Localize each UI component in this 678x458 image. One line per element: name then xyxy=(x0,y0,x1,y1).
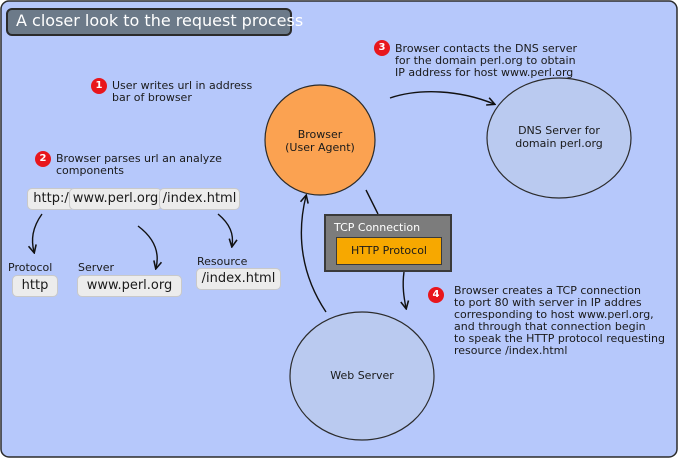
title-box xyxy=(6,8,292,36)
dns-server-node xyxy=(486,77,632,199)
arrow-webserver-to-browser xyxy=(301,196,327,313)
step-2-badge: 2 xyxy=(35,151,51,167)
tcp-connection-label: TCP Connection xyxy=(334,221,421,234)
resource-label: Resource xyxy=(197,255,248,268)
server-label: Server xyxy=(78,261,115,274)
resource-value: /index.html xyxy=(196,268,281,290)
step-3-badge: 3 xyxy=(374,40,390,56)
web-server-label: Web Server xyxy=(330,369,394,382)
protocol-label: Protocol xyxy=(8,261,53,274)
http-protocol-box: HTTP Protocol xyxy=(336,237,442,265)
arrow-to-server xyxy=(137,225,157,268)
web-server-node xyxy=(289,311,435,441)
diagram-title: A closer look to the request process xyxy=(16,11,304,30)
arrow-tcp-to-webserver xyxy=(403,271,406,308)
url-server-part: www.perl.org xyxy=(69,188,162,210)
browser-node xyxy=(264,84,376,196)
line-browser-to-tcp xyxy=(365,189,379,215)
protocol-value: http xyxy=(12,275,58,297)
url-protocol-part: http:/ xyxy=(27,188,75,210)
arrow-to-protocol xyxy=(33,213,43,252)
server-value: www.perl.org xyxy=(77,275,182,297)
step-4-badge: 4 xyxy=(428,287,444,303)
url-resource-part: /index.html xyxy=(159,188,240,210)
browser-label: Browser(User Agent) xyxy=(285,128,355,154)
step-1-badge: 1 xyxy=(91,78,107,94)
arrow-browser-to-dns xyxy=(389,91,494,104)
arrow-to-resource xyxy=(217,213,232,246)
